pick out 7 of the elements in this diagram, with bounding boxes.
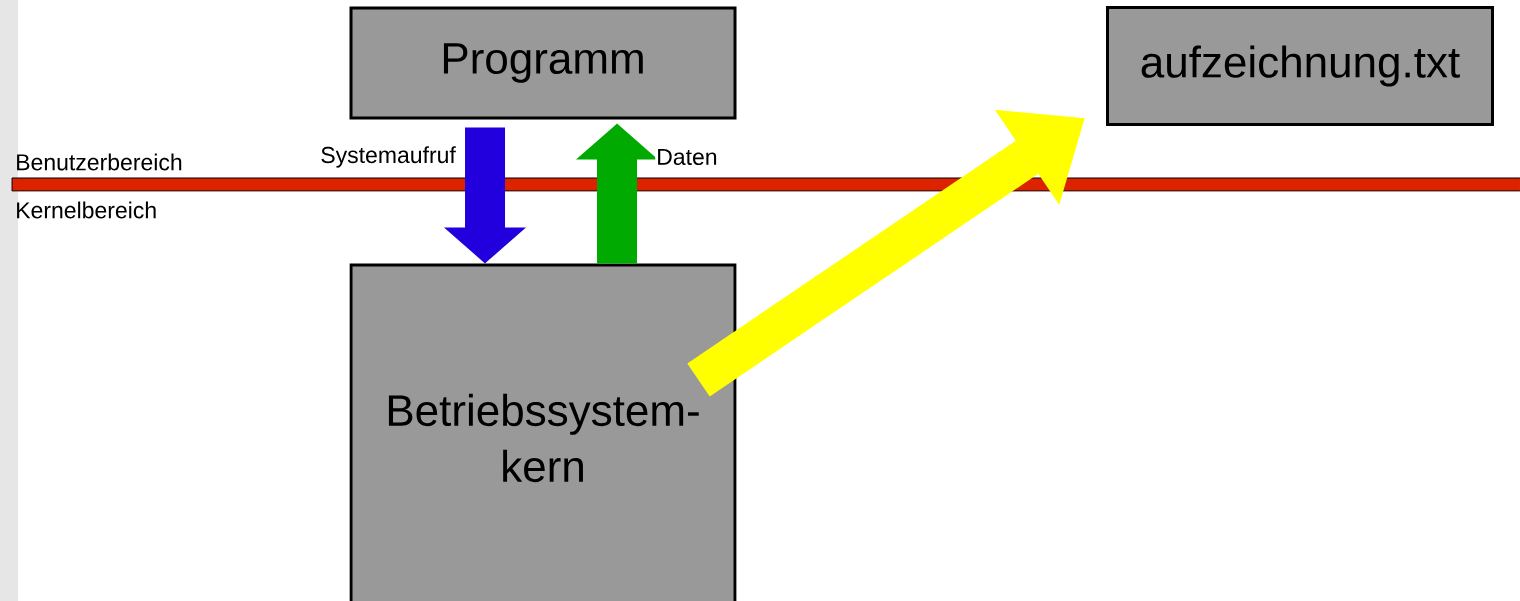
region-label: Kernelbereich [17,201,156,219]
region-label: Benutzerbereich [17,153,182,171]
edge-label: Systemaufruf [321,146,456,168]
process-box: Betriebssystem- kern [349,263,737,601]
process-box: Programm [349,6,737,120]
process-box: aufzeichnung.txt [1106,6,1494,126]
edge-label: Daten [658,148,717,165]
